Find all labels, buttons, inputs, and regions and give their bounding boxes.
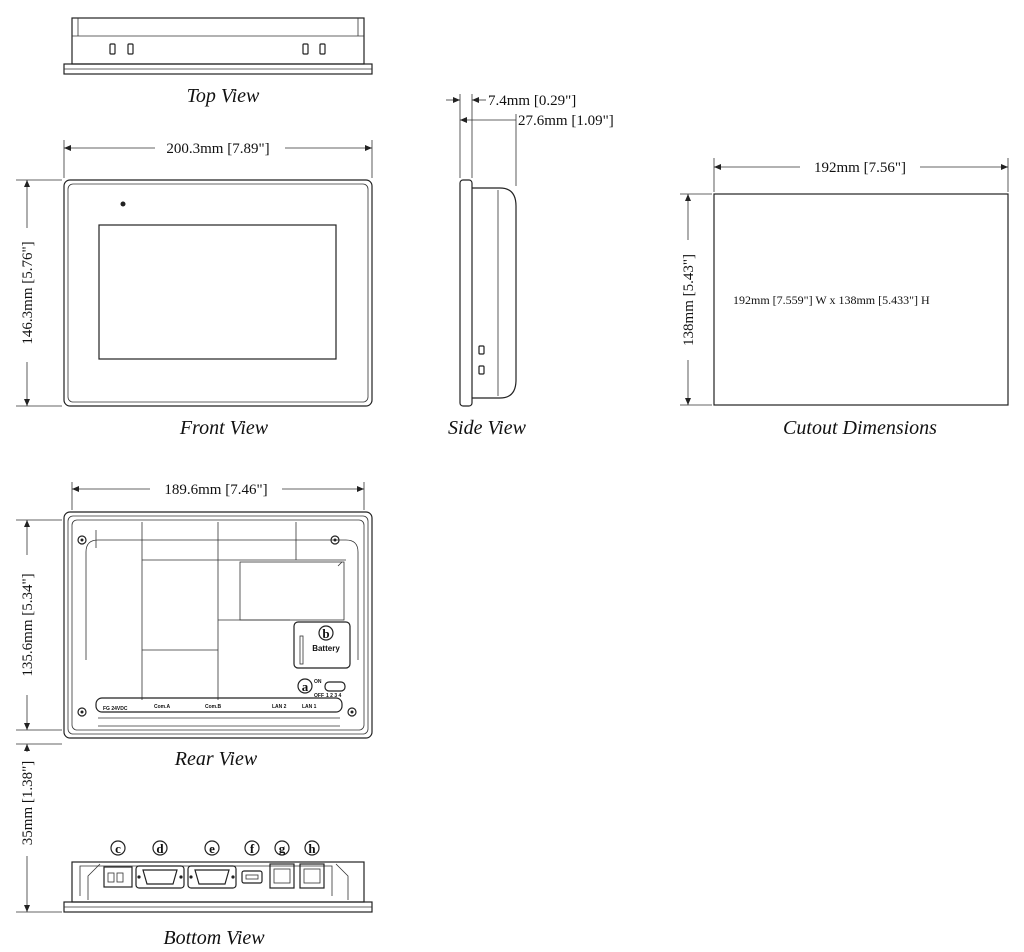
port-marker-g: g — [279, 841, 286, 856]
port-marker-h: h — [308, 841, 316, 856]
side-view-caption: Side View — [448, 417, 527, 439]
front-view: 200.3mm [7.89"] 146.3mm [5.76"] Front Vi… — [16, 140, 373, 439]
com-a-label: Com.A — [154, 704, 171, 710]
lan1-label: LAN 1 — [302, 704, 317, 710]
side-bezel-label: 7.4mm [0.29"] — [488, 93, 576, 109]
lan2-label: LAN 2 — [272, 704, 287, 710]
rear-view-caption: Rear View — [174, 748, 258, 770]
port-marker-c: c — [115, 841, 121, 856]
battery-marker: b — [322, 626, 329, 641]
cutout-caption: Cutout Dimensions — [783, 417, 937, 439]
switch-marker: a — [302, 679, 309, 694]
com-b-label: Com.B — [205, 704, 222, 710]
switch-off-label: OFF — [314, 693, 324, 699]
front-height-label: 146.3mm [5.76"] — [20, 241, 36, 344]
port-marker-f: f — [250, 841, 255, 856]
front-view-caption: Front View — [179, 417, 269, 439]
side-depth-label: 27.6mm [1.09"] — [518, 113, 614, 129]
cutout-view: 192mm [7.56"] 138mm [5.43"] 192mm [7.559… — [680, 158, 1009, 439]
front-width-label: 200.3mm [7.89"] — [166, 141, 269, 157]
side-view: 7.4mm [0.29"] 27.6mm [1.09"] Side View — [446, 93, 614, 439]
battery-label: Battery — [312, 644, 340, 653]
switch-numbers: 1 2 3 4 — [326, 693, 342, 699]
bottom-view: c d e f g h 35mm [1.38"] Bottom View — [16, 743, 373, 949]
switch-on-label: ON — [314, 679, 322, 685]
rear-height-label: 135.6mm [5.34"] — [20, 573, 36, 676]
rear-view: b Battery a ON OFF 1 2 3 4 FG 24VDC Com.… — [16, 482, 373, 770]
bottom-height-label: 35mm [1.38"] — [20, 761, 36, 845]
cutout-width-label: 192mm [7.56"] — [814, 160, 906, 176]
cutout-note: 192mm [7.559"] W x 138mm [5.433"] H — [733, 293, 930, 307]
rear-width-label: 189.6mm [7.46"] — [164, 482, 267, 498]
port-marker-e: e — [209, 841, 215, 856]
port-marker-d: d — [156, 841, 164, 856]
top-view-caption: Top View — [187, 85, 260, 107]
power-label: FG 24VDC — [103, 706, 128, 712]
bottom-view-caption: Bottom View — [163, 927, 265, 949]
cutout-height-label: 138mm [5.43"] — [681, 254, 697, 346]
top-view: Top View — [63, 17, 373, 107]
